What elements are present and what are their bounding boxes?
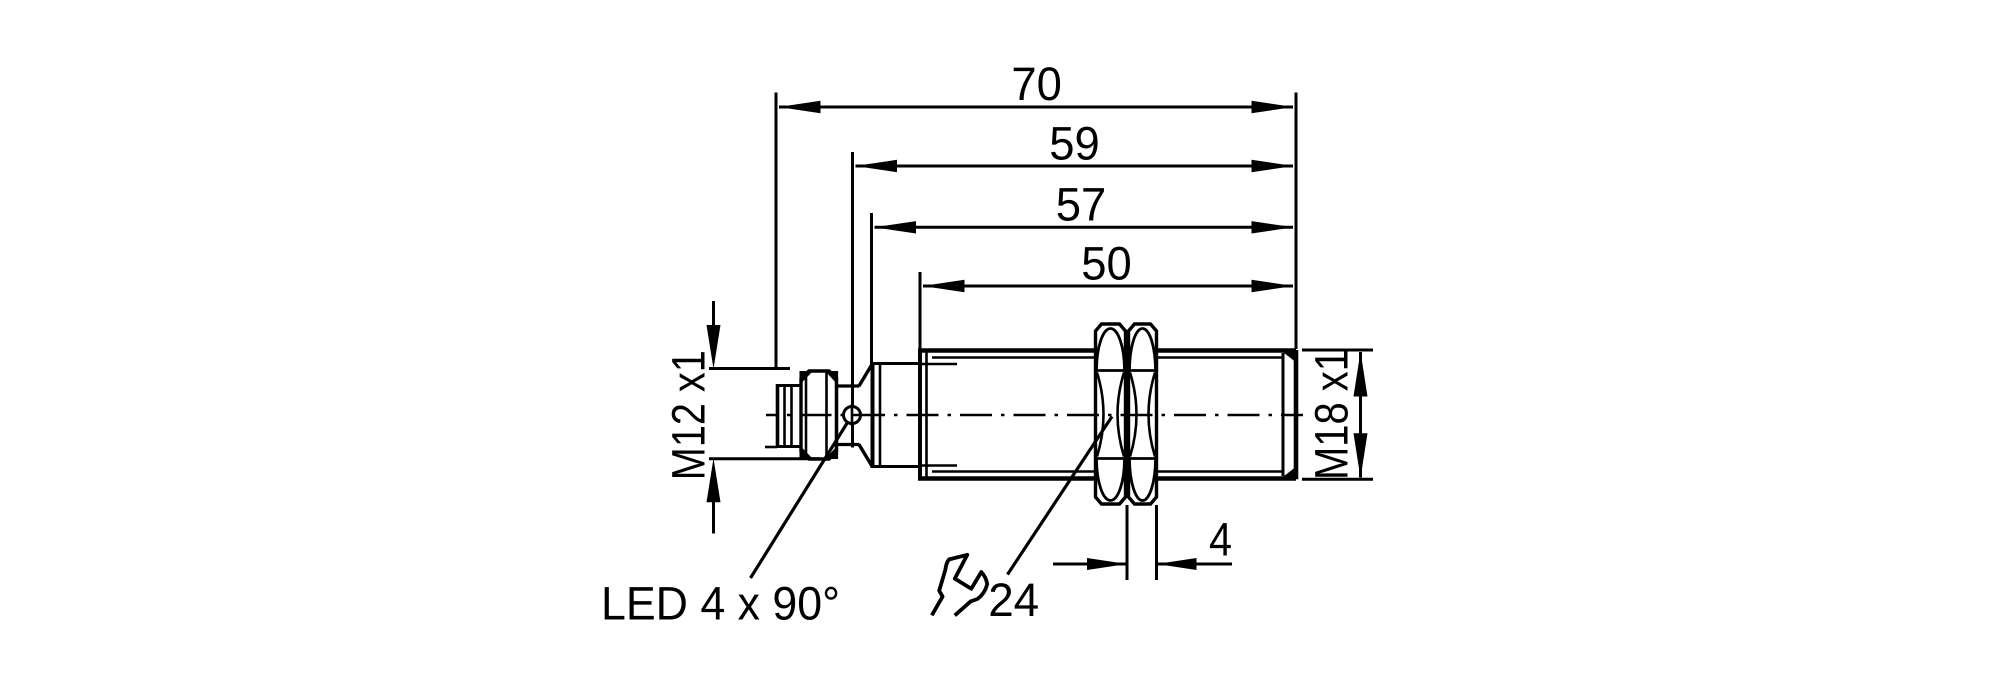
svg-text:57: 57 [1056, 178, 1107, 231]
svg-text:70: 70 [1011, 57, 1062, 110]
svg-text:59: 59 [1049, 117, 1100, 170]
svg-text:50: 50 [1081, 237, 1132, 290]
svg-text:24: 24 [988, 573, 1039, 626]
svg-text:4: 4 [1209, 512, 1232, 565]
svg-text:M18 x1: M18 x1 [1305, 349, 1358, 480]
svg-text:LED 4 x 90°: LED 4 x 90° [601, 577, 840, 630]
svg-text:M12 x1: M12 x1 [662, 350, 715, 480]
